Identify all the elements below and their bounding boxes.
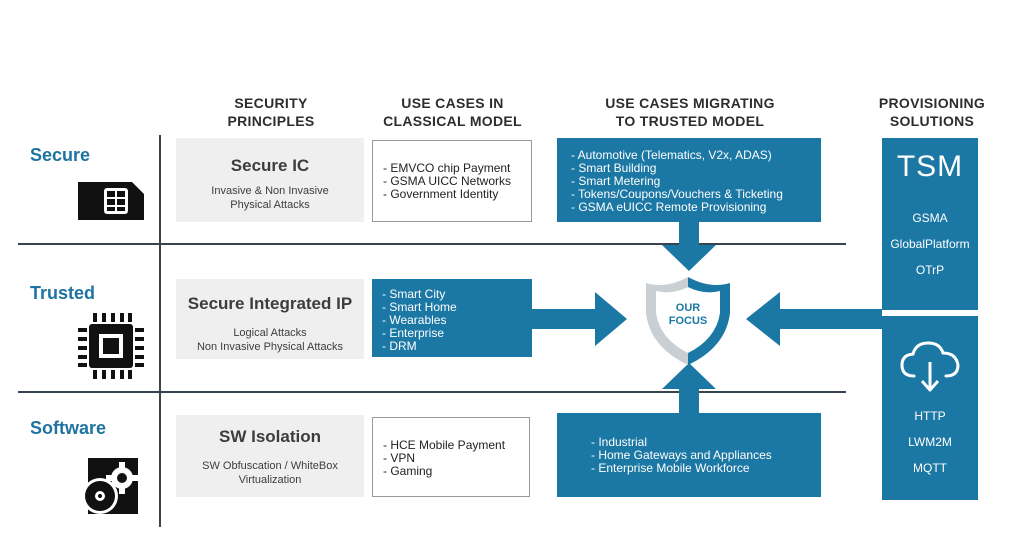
sim-card-icon bbox=[78, 182, 144, 220]
migrating-box-secure: - Automotive (Telematics, V2x, ADAS) - S… bbox=[557, 138, 821, 222]
principle-box-secure-ic: Secure IC Invasive & Non Invasive Physic… bbox=[176, 138, 364, 222]
chip-icon bbox=[78, 313, 144, 379]
list-item: - GSMA UICC Networks bbox=[383, 174, 512, 188]
row-label-secure: Secure bbox=[30, 145, 91, 165]
tsm-item-gsma: GSMA bbox=[912, 211, 948, 225]
principle-title: SW Isolation bbox=[219, 427, 321, 446]
list-item: - Smart City bbox=[382, 287, 446, 301]
list-item: - Smart Building bbox=[571, 161, 657, 175]
list-item: - Automotive (Telematics, V2x, ADAS) bbox=[571, 148, 772, 162]
our-focus-label: OUR FOCUS bbox=[640, 302, 736, 328]
list-item: - GSMA eUICC Remote Provisioning bbox=[571, 200, 767, 214]
principle-title: Secure Integrated IP bbox=[187, 294, 353, 313]
principle-box-sw-isolation: SW Isolation SW Obfuscation / WhiteBox V… bbox=[176, 415, 364, 497]
arrow-down-icon bbox=[662, 221, 716, 271]
header-classical-model: USE CASES IN CLASSICAL MODEL bbox=[365, 94, 540, 130]
row-divider-2 bbox=[18, 391, 846, 393]
cloud-item-mqtt: MQTT bbox=[913, 461, 947, 475]
principle-sub: Non Invasive Physical Attacks bbox=[196, 341, 344, 353]
principle-sub: SW Obfuscation / WhiteBox bbox=[202, 460, 338, 472]
list-item: - Smart Home bbox=[382, 300, 457, 314]
header-line: USE CASES MIGRATING bbox=[605, 95, 775, 111]
arrow-up-icon bbox=[662, 363, 716, 415]
principle-box-secure-integrated-ip: Secure Integrated IP Logical Attacks Non… bbox=[176, 279, 364, 359]
cloud-provisioning-box bbox=[882, 316, 978, 500]
list-item: - EMVCO chip Payment bbox=[383, 161, 511, 175]
header-line: SOLUTIONS bbox=[889, 113, 975, 129]
list-item: - Gaming bbox=[383, 464, 433, 478]
classical-box-software: - HCE Mobile Payment - VPN - Gaming bbox=[372, 417, 530, 497]
row-divider-1 bbox=[18, 243, 846, 245]
focus-line: FOCUS bbox=[668, 315, 708, 327]
tsm-item-otrp: OTrP bbox=[915, 263, 945, 277]
list-item: - Enterprise bbox=[382, 326, 445, 340]
row-label-software: Software bbox=[30, 418, 107, 438]
principle-sub: Virtualization bbox=[238, 474, 302, 486]
principle-sub: Physical Attacks bbox=[230, 199, 310, 211]
list-item: - Government Identity bbox=[383, 187, 499, 201]
principle-sub: Logical Attacks bbox=[233, 327, 307, 339]
row-label-trusted: Trusted bbox=[30, 283, 96, 303]
tsm-box bbox=[882, 138, 978, 310]
arrow-right-icon bbox=[531, 292, 627, 346]
tsm-title: TSM bbox=[896, 150, 964, 183]
list-item: - Wearables bbox=[382, 313, 447, 327]
row-divider-vertical bbox=[159, 135, 161, 527]
header-line: TO TRUSTED MODEL bbox=[615, 113, 765, 129]
principle-sub: Invasive & Non Invasive bbox=[211, 185, 329, 197]
header-line: PRINCIPLES bbox=[227, 113, 315, 129]
tsm-item-globalplatform: GlobalPlatform bbox=[890, 237, 970, 251]
list-item: - Tokens/Coupons/Vouchers & Ticketing bbox=[571, 187, 783, 201]
header-line: CLASSICAL MODEL bbox=[383, 113, 522, 129]
list-item: - Industrial bbox=[591, 435, 648, 449]
classical-box-trusted: - Smart City - Smart Home - Wearables - … bbox=[372, 279, 532, 357]
header-line: PROVISIONING bbox=[878, 95, 986, 111]
classical-box-secure: - EMVCO chip Payment - GSMA UICC Network… bbox=[372, 140, 532, 222]
cloud-item-lwm2m: LWM2M bbox=[908, 435, 952, 449]
cloud-item-http: HTTP bbox=[914, 409, 946, 423]
header-line: SECURITY bbox=[234, 95, 308, 111]
principle-title: Secure IC bbox=[230, 156, 310, 175]
header-security-principles: SECURITY PRINCIPLES bbox=[196, 94, 346, 130]
list-item: - Home Gateways and Appliances bbox=[591, 448, 772, 462]
migrating-box-software: - Industrial - Home Gateways and Applian… bbox=[557, 413, 821, 497]
header-trusted-model: USE CASES MIGRATING TO TRUSTED MODEL bbox=[565, 94, 815, 130]
list-item: - Enterprise Mobile Workforce bbox=[591, 461, 750, 475]
list-item: - DRM bbox=[382, 339, 417, 353]
software-gear-disc-icon bbox=[82, 458, 138, 514]
header-provisioning-solutions: PROVISIONING SOLUTIONS bbox=[862, 94, 1002, 130]
arrow-left-icon bbox=[746, 292, 882, 346]
list-item: - VPN bbox=[383, 451, 416, 465]
list-item: - Smart Metering bbox=[571, 174, 661, 188]
header-line: USE CASES IN bbox=[401, 95, 504, 111]
list-item: - HCE Mobile Payment bbox=[383, 438, 506, 452]
focus-line: OUR bbox=[675, 302, 701, 314]
cloud-download-icon bbox=[900, 341, 960, 392]
our-focus-shield-icon bbox=[646, 277, 730, 365]
